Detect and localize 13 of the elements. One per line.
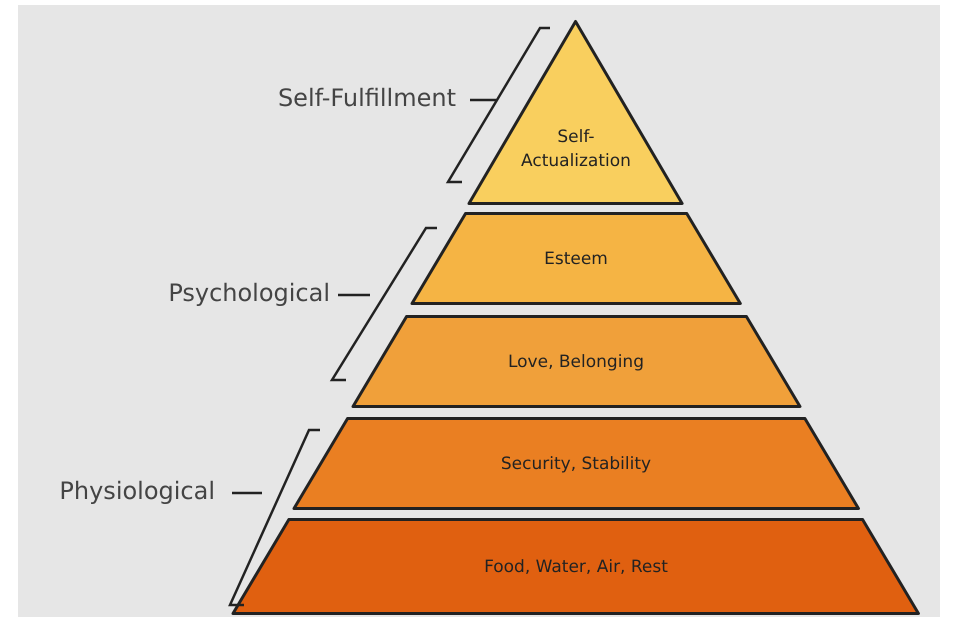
tier-label: Food, Water, Air, Rest [483,556,669,578]
tier-label: Security, Stability [500,452,652,476]
pyramid-tier [292,417,860,510]
pyramid-tier [410,212,742,305]
pyramid-tier [467,20,685,205]
pyramid-tier [350,315,802,408]
group-label: Self-Fulfillment [278,84,456,112]
pyramid-tier [231,518,921,615]
group-label: Psychological [168,279,330,307]
group-label: Physiological [59,477,215,505]
tier-label: Esteem [543,248,609,270]
tier-label: Love, Belonging [506,350,645,374]
tier-label: Self-Actualization [520,126,632,173]
